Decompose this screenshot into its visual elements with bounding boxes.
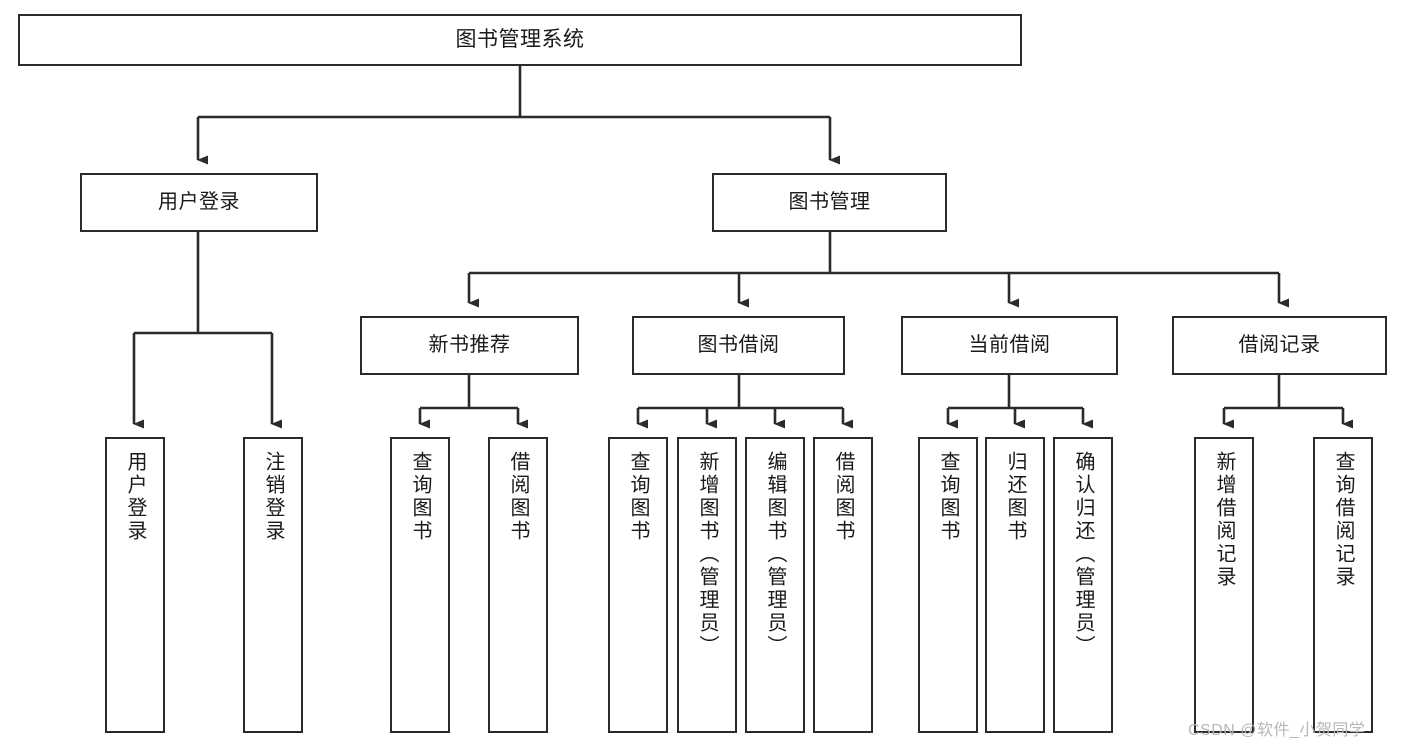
node-new-book-recommend[interactable]: 新书推荐 <box>360 316 579 375</box>
node-user-login-label: 用户登录 <box>158 191 240 214</box>
node-user-login[interactable]: 用户登录 <box>80 173 318 232</box>
node-new-book-recommend-label: 新书推荐 <box>428 334 511 357</box>
node-leaf-borrow-book-2[interactable]: 借阅图书 <box>813 437 873 733</box>
edges-booknav-to-level3 <box>467 232 1289 308</box>
node-book-borrow[interactable]: 图书借阅 <box>632 316 845 375</box>
node-book-borrow-label: 图书借阅 <box>697 334 780 357</box>
edges-current-to-leaves <box>946 375 1093 429</box>
node-leaf-edit-book[interactable]: 编辑图书（管理员） <box>745 437 805 733</box>
node-root-label: 图书管理系统 <box>455 28 585 52</box>
node-leaf-borrow-book-1-label: 借阅图书 <box>507 451 529 543</box>
node-leaf-query-book-2-label: 查询图书 <box>627 451 649 543</box>
edges-borrow-to-leaves <box>636 375 853 429</box>
node-leaf-add-book-label: 新增图书（管理员） <box>696 451 718 658</box>
node-leaf-query-record[interactable]: 查询借阅记录 <box>1313 437 1373 733</box>
edges-record-to-leaves <box>1222 375 1353 429</box>
node-leaf-query-book-1[interactable]: 查询图书 <box>390 437 450 733</box>
node-leaf-logout-login-label: 注销登录 <box>262 451 284 543</box>
node-leaf-logout-login[interactable]: 注销登录 <box>243 437 303 733</box>
node-leaf-confirm-return[interactable]: 确认归还（管理员） <box>1053 437 1113 733</box>
node-leaf-borrow-book-2-label: 借阅图书 <box>832 451 854 543</box>
node-leaf-add-record[interactable]: 新增借阅记录 <box>1194 437 1254 733</box>
node-leaf-borrow-book-1[interactable]: 借阅图书 <box>488 437 548 733</box>
node-leaf-user-login[interactable]: 用户登录 <box>105 437 165 733</box>
node-borrow-record[interactable]: 借阅记录 <box>1172 316 1387 375</box>
node-leaf-confirm-return-label: 确认归还（管理员） <box>1072 451 1094 658</box>
node-book-management-label: 图书管理 <box>788 191 871 214</box>
node-leaf-add-book[interactable]: 新增图书（管理员） <box>677 437 737 733</box>
node-current-borrow-label: 当前借阅 <box>968 334 1051 357</box>
node-leaf-query-book-1-label: 查询图书 <box>409 451 431 543</box>
node-book-management[interactable]: 图书管理 <box>712 173 947 232</box>
node-leaf-add-record-label: 新增借阅记录 <box>1213 451 1235 589</box>
edges-root-to-level2 <box>196 66 840 165</box>
node-leaf-return-book-label: 归还图书 <box>1004 451 1026 543</box>
node-leaf-edit-book-label: 编辑图书（管理员） <box>764 451 786 658</box>
node-leaf-user-login-label: 用户登录 <box>124 451 146 543</box>
node-leaf-return-book[interactable]: 归还图书 <box>985 437 1045 733</box>
node-leaf-query-book-3-label: 查询图书 <box>937 451 959 543</box>
edges-recommend-to-leaves <box>418 375 528 429</box>
node-leaf-query-book-3[interactable]: 查询图书 <box>918 437 978 733</box>
edges-userlogin-to-leaves <box>132 232 282 429</box>
node-leaf-query-book-2[interactable]: 查询图书 <box>608 437 668 733</box>
node-borrow-record-label: 借阅记录 <box>1238 334 1321 357</box>
node-current-borrow[interactable]: 当前借阅 <box>901 316 1118 375</box>
node-leaf-query-record-label: 查询借阅记录 <box>1332 451 1354 589</box>
node-root[interactable]: 图书管理系统 <box>18 14 1022 66</box>
